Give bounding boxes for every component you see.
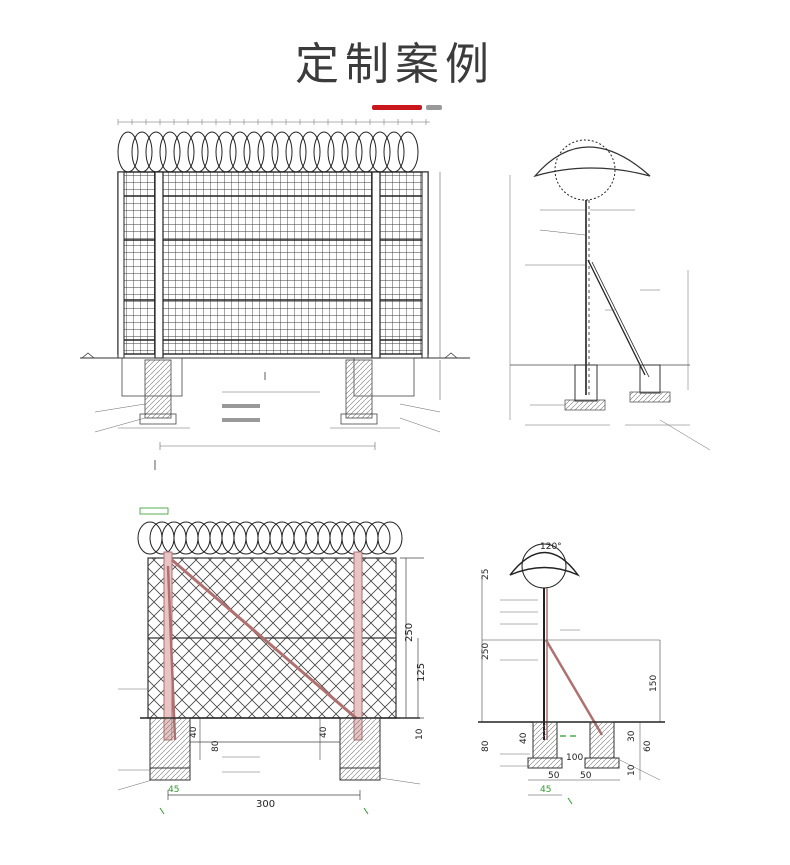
dim-d4-150: 150 <box>649 675 659 692</box>
coil-loop <box>365 521 391 555</box>
mesh-panel <box>117 171 429 355</box>
dim-d4-50b: 50 <box>580 771 592 781</box>
dim-d4-30: 30 <box>627 730 637 742</box>
post-left <box>154 171 164 359</box>
razor-wire-coils-2 <box>137 521 403 555</box>
footing-3-right <box>339 717 381 769</box>
dim-d4-40: 40 <box>519 732 529 744</box>
dim-d4-10: 10 <box>627 764 637 776</box>
dim-d4-250: 250 <box>481 643 491 660</box>
drawing-section-arm <box>509 139 711 451</box>
title-divider <box>372 105 442 110</box>
drawing-elevation-mesh <box>80 119 470 470</box>
footing-3-left <box>149 717 191 769</box>
drawing-section-arm-2: 120° 25 250 150 40 80 30 60 100 45 10 50… <box>478 542 665 805</box>
dim-d3-40a: 40 <box>189 726 199 738</box>
coil-loop <box>397 131 419 173</box>
dim-d4-25: 25 <box>481 569 491 580</box>
diagonal-brace <box>171 558 357 720</box>
post-right <box>371 171 381 359</box>
dim-d3-mid: 125 <box>416 663 427 682</box>
dim-d3-10: 10 <box>415 728 425 740</box>
coil-loop <box>377 521 403 555</box>
brace <box>587 259 646 376</box>
razor-wire-coils <box>117 131 419 173</box>
dim-d4-50a: 50 <box>548 771 560 781</box>
dim-d4-80: 80 <box>481 740 491 752</box>
brace-2 <box>544 639 604 736</box>
dim-d4-60: 60 <box>643 740 653 752</box>
dim-d3-height: 250 <box>404 623 415 642</box>
post-pink-right <box>353 551 363 741</box>
footing-left <box>144 359 172 419</box>
razor-coil-section <box>554 139 616 201</box>
footing-right <box>345 359 373 419</box>
dim-d3-width: 300 <box>256 799 275 810</box>
page-title: 定制案例 <box>295 39 495 90</box>
dim-d4-angle: 120° <box>540 542 562 552</box>
dim-d3-45: 45 <box>168 785 179 795</box>
dim-d4-45: 45 <box>540 785 551 795</box>
dim-d4-100: 100 <box>566 753 583 763</box>
dim-d3-40b: 40 <box>319 726 329 738</box>
dim-d3-80: 80 <box>211 740 221 752</box>
drawing-elevation-diamond: 250 125 40 40 80 10 45 300 <box>117 507 427 815</box>
